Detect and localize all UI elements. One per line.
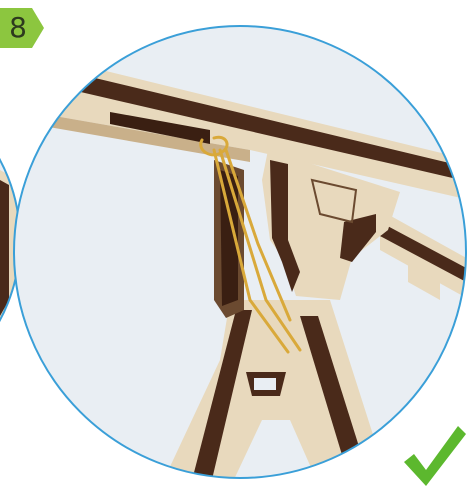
zoom-circle <box>14 26 468 488</box>
check-icon <box>400 422 468 488</box>
step-number: 8 <box>0 8 36 48</box>
